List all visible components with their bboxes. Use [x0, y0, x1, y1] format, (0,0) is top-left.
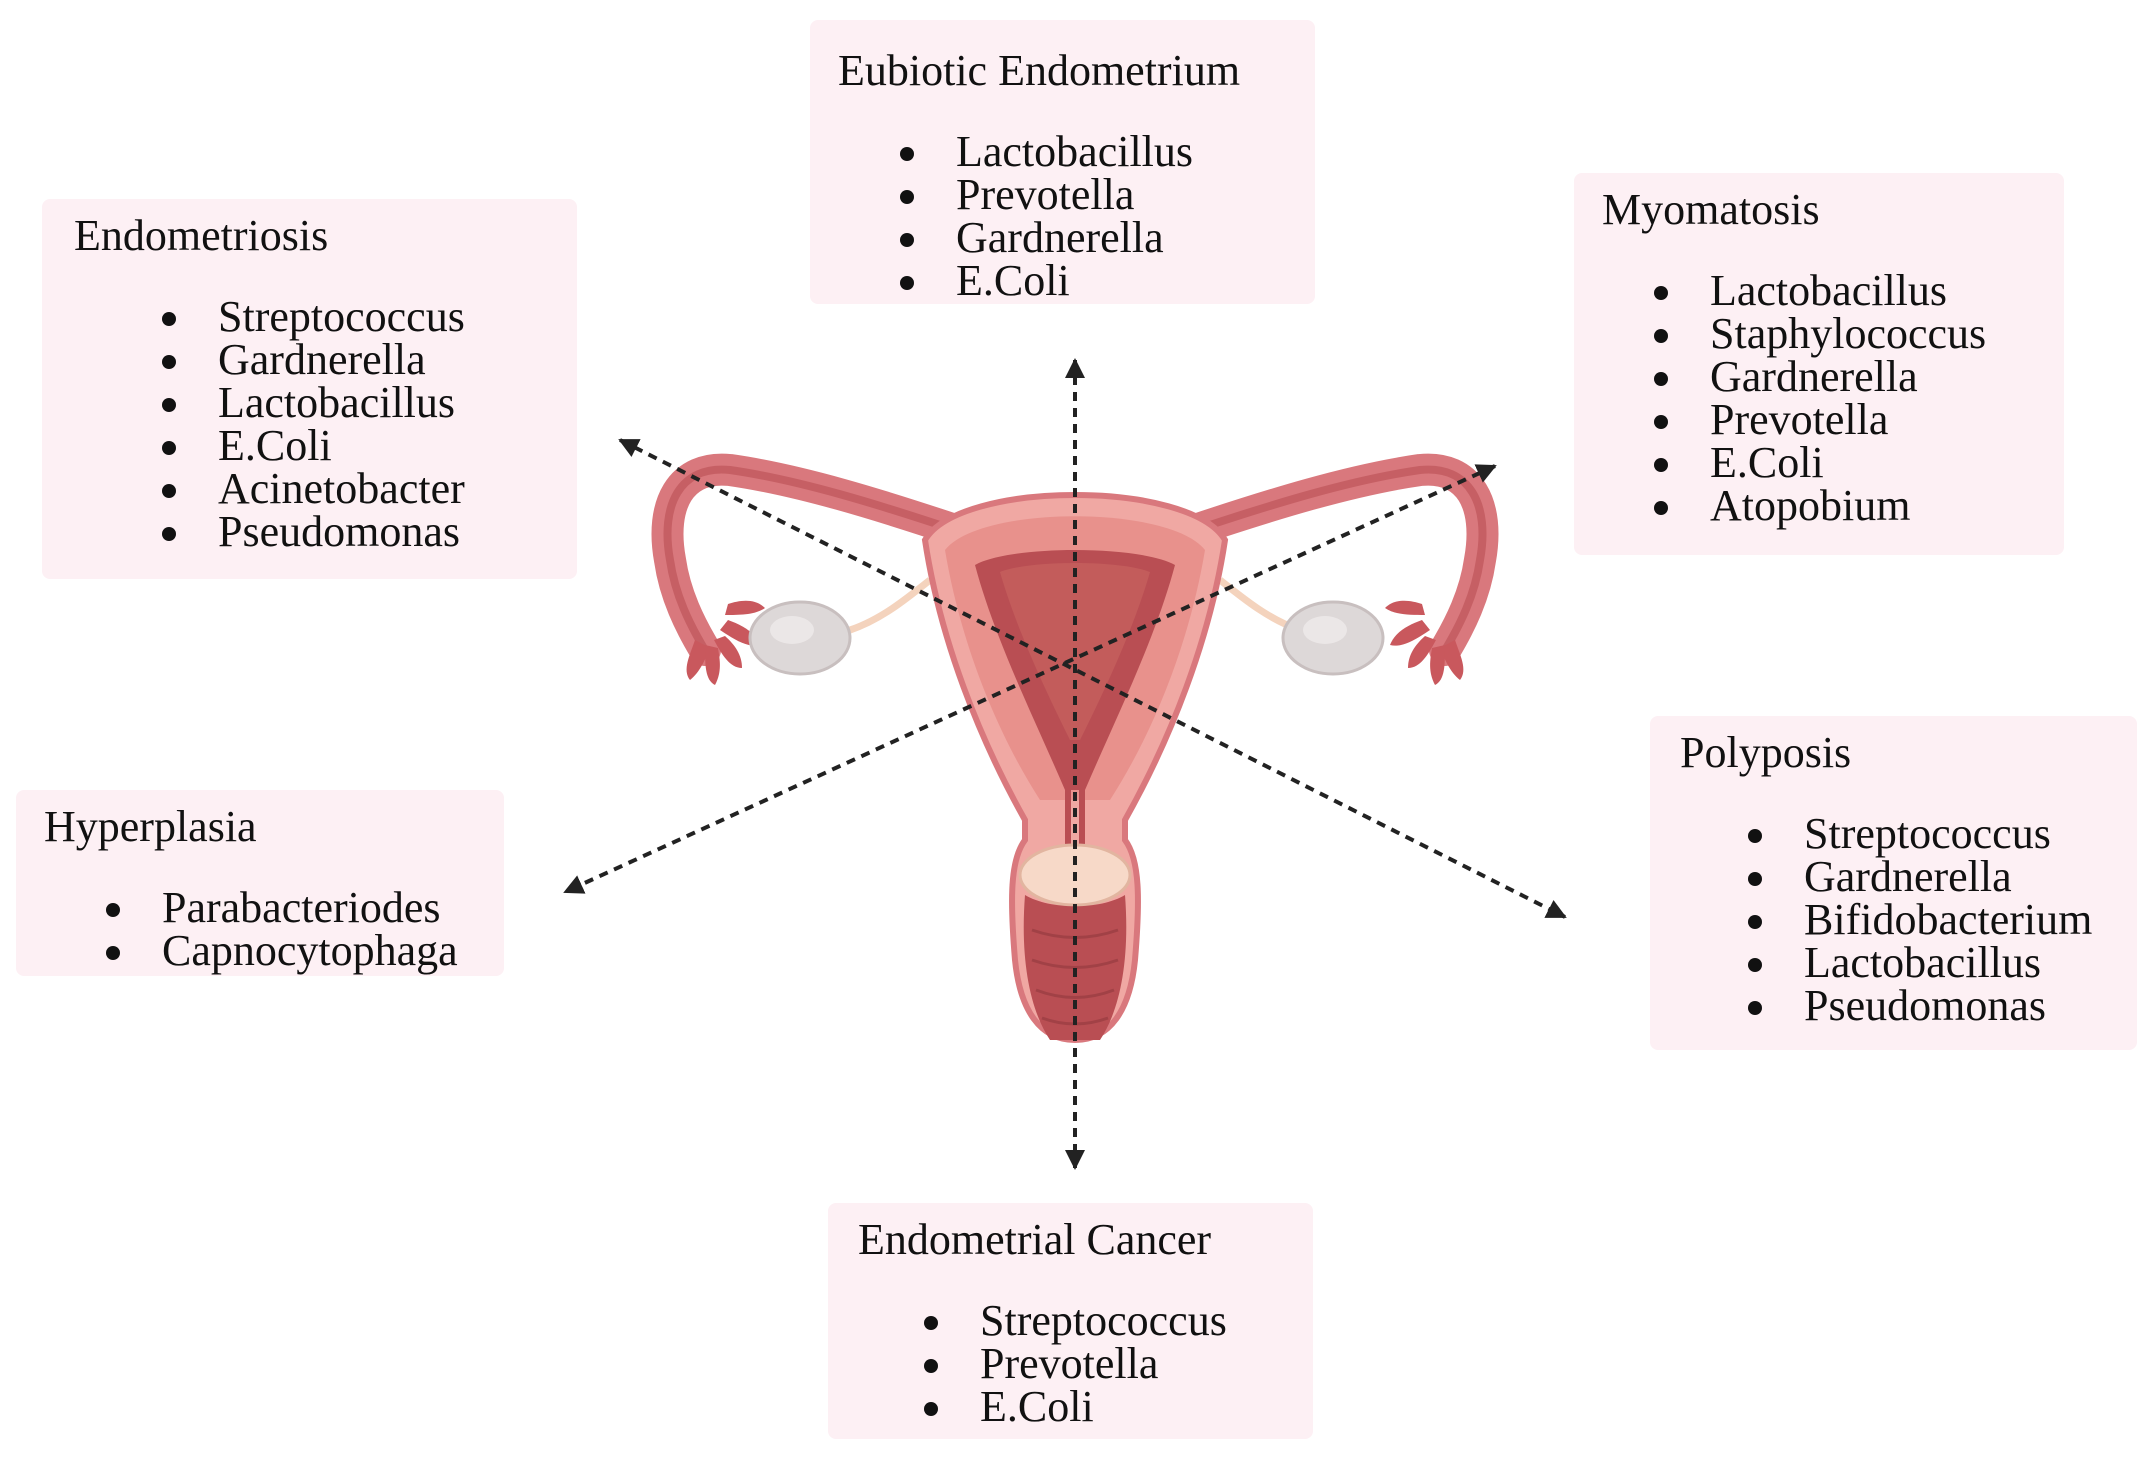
bacteria-list: Lactobacillus Prevotella Gardnerella E.C… [894, 130, 1315, 303]
bacteria-list: Streptococcus Gardnerella Bifidobacteriu… [1742, 812, 2137, 1028]
box-title: Hyperplasia [44, 802, 257, 851]
box-title: Eubiotic Endometrium [838, 46, 1241, 95]
list-item: Parabacteriodes [100, 886, 504, 930]
list-item: Gardnerella [1648, 355, 2064, 399]
list-item: E.Coli [156, 424, 577, 468]
list-item: Streptococcus [918, 1299, 1313, 1343]
list-item: Streptococcus [156, 295, 577, 339]
list-item: Gardnerella [1742, 855, 2137, 899]
list-item: Lactobacillus [156, 381, 577, 425]
list-item: Prevotella [894, 173, 1315, 217]
list-item: Streptococcus [1742, 812, 2137, 856]
list-item: Prevotella [1648, 398, 2064, 442]
list-item: Lactobacillus [1742, 941, 2137, 985]
list-item: E.Coli [1648, 441, 2064, 485]
bacteria-list: Parabacteriodes Capnocytophaga [100, 886, 504, 973]
list-item: E.Coli [918, 1385, 1313, 1429]
list-item: Gardnerella [156, 338, 577, 382]
list-item: Atopobium [1648, 484, 2064, 528]
box-endometrial-cancer: Endometrial Cancer Streptococcus Prevote… [828, 1203, 1313, 1439]
box-hyperplasia: Hyperplasia Parabacteriodes Capnocytopha… [16, 790, 504, 976]
left-ovarian-ligament [848, 577, 933, 634]
list-item: Prevotella [918, 1342, 1313, 1386]
box-polyposis: Polyposis Streptococcus Gardnerella Bifi… [1650, 716, 2137, 1050]
box-title: Endometriosis [74, 211, 329, 260]
list-item: Gardnerella [894, 216, 1315, 260]
box-title: Endometrial Cancer [858, 1215, 1212, 1264]
list-item: Capnocytophaga [100, 929, 504, 973]
list-item: Acinetobacter [156, 467, 577, 511]
list-item: Staphylococcus [1648, 312, 2064, 356]
list-item: Lactobacillus [894, 130, 1315, 174]
list-item: Lactobacillus [1648, 269, 2064, 313]
box-myomatosis: Myomatosis Lactobacillus Staphylococcus … [1574, 173, 2064, 555]
box-endometriosis: Endometriosis Streptococcus Gardnerella … [42, 199, 577, 579]
arrows [563, 358, 1567, 1170]
box-title: Polyposis [1680, 728, 1852, 777]
arrow-diagonal-myomatosis-hyperplasia [563, 464, 1497, 894]
list-item: E.Coli [894, 259, 1315, 303]
bacteria-list: Streptococcus Gardnerella Lactobacillus … [156, 295, 577, 554]
bacteria-list: Streptococcus Prevotella E.Coli [918, 1299, 1313, 1429]
list-item: Pseudomonas [156, 510, 577, 554]
bacteria-list: Lactobacillus Staphylococcus Gardnerella… [1648, 269, 2064, 528]
box-title: Myomatosis [1602, 185, 1820, 234]
box-eubiotic-endometrium: Eubiotic Endometrium Lactobacillus Prevo… [810, 20, 1315, 304]
list-item: Bifidobacterium [1742, 898, 2137, 942]
list-item: Pseudomonas [1742, 984, 2137, 1028]
